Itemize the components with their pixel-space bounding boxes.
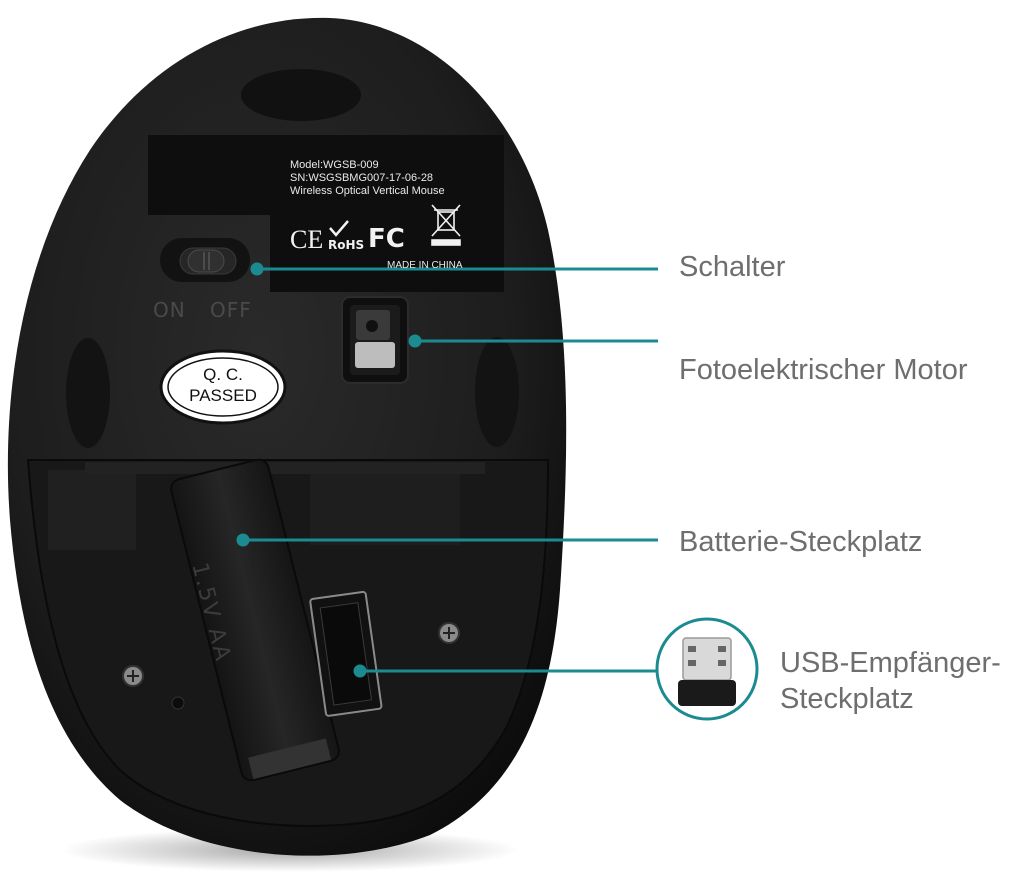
weee-bin-icon (431, 204, 461, 246)
callout-usb-line-1: USB-Empfänger- (780, 647, 1001, 679)
left-foot-pad (66, 338, 110, 448)
callout-battery: Batterie-Steckplatz (679, 526, 923, 558)
switch-off-label: OFF (210, 298, 252, 322)
label-model: Model:WGSB-009 (290, 159, 379, 171)
callout-usb-line-2: Steckplatz (780, 683, 914, 715)
power-switch-knob (187, 249, 225, 273)
usb-receiver-slot (309, 590, 383, 717)
product-label-plate (148, 135, 504, 215)
product-label-plate-lower (270, 210, 504, 292)
qc-passed-sticker (159, 349, 287, 425)
rohs-check-icon (329, 220, 349, 237)
usb-dongle-icon (678, 637, 736, 706)
top-foot-pad (241, 69, 361, 121)
callout-switch: Schalter (679, 251, 786, 283)
callout-leader-lines (236, 262, 658, 678)
reset-pinhole (171, 696, 185, 710)
ce-mark: CE (290, 225, 324, 254)
fc-mark: FC (368, 224, 405, 254)
switch-on-label: ON (153, 298, 186, 322)
made-in-label: MADE IN CHINA (387, 260, 463, 271)
qc-line-2: PASSED (189, 386, 257, 405)
rohs-mark: RoHS (328, 238, 365, 252)
label-serial: SN:WSGSBMG007-17-06-28 (290, 172, 434, 184)
label-description: Wireless Optical Vertical Mouse (290, 185, 445, 197)
qc-line-1: Q. C. (203, 365, 243, 384)
right-foot-pad (475, 337, 519, 447)
callout-sensor: Fotoelektrischer Motor (679, 354, 968, 386)
aa-battery (170, 458, 340, 782)
